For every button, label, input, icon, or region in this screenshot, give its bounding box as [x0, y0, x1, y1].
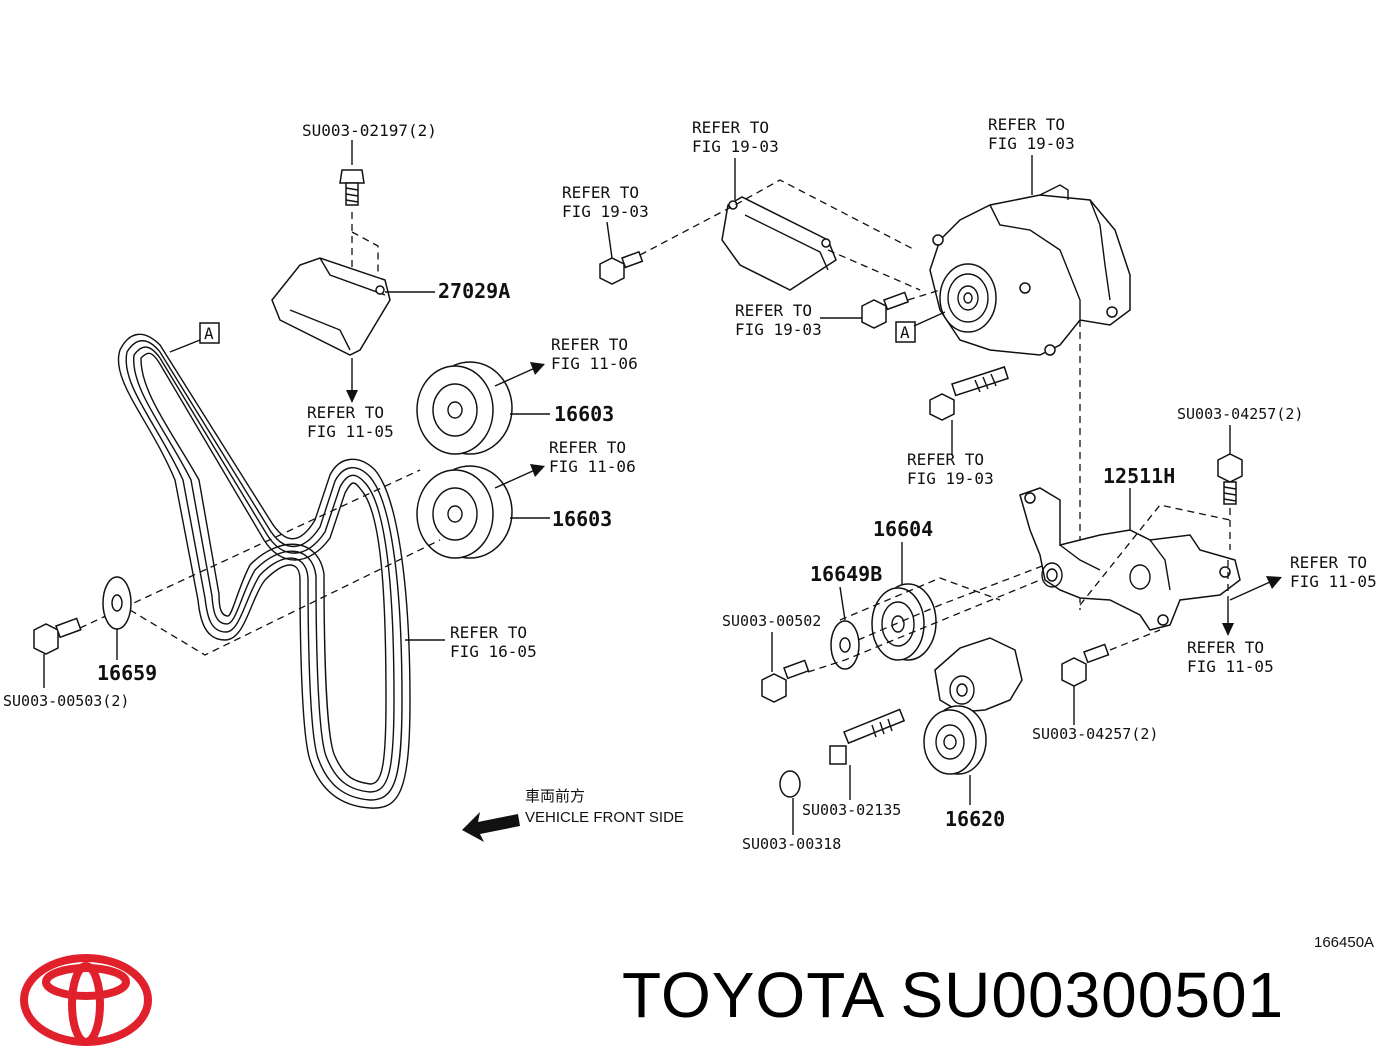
label-fig-19-03: FIG 19-03 — [735, 320, 822, 339]
label-fig-11-06: FIG 11-06 — [551, 354, 638, 373]
label-refer-to: REFER TO — [562, 183, 639, 202]
marker-a-belt: A — [169, 322, 220, 353]
alternator-cover — [721, 196, 837, 291]
label-refer-to: REFER TO — [549, 438, 626, 457]
washer-16659 — [102, 576, 132, 660]
tensioner-16620 — [923, 637, 1023, 775]
label-refer-to: REFER TO — [692, 118, 769, 137]
label-refer-to: REFER TO — [551, 335, 628, 354]
arrow-down-icon — [346, 358, 358, 403]
label-fig-19-03: FIG 19-03 — [907, 469, 994, 488]
label-16603-upper: 16603 — [554, 402, 614, 426]
belt-cover-27029a — [271, 257, 435, 356]
drive-belt — [117, 333, 411, 809]
idler-pulley-upper — [416, 361, 513, 455]
label-refer-to: REFER TO — [735, 301, 812, 320]
arrow-down-icon — [1222, 600, 1234, 636]
label-su003-02135: SU003-02135 — [802, 801, 901, 819]
label-12511h: 12511H — [1103, 464, 1175, 488]
alternator — [929, 184, 1131, 356]
idler-pulley-lower — [416, 465, 513, 559]
arrow-right-icon — [494, 362, 545, 489]
pulley-16604 — [871, 583, 937, 661]
arrow-up-right-icon — [1229, 576, 1282, 601]
label-fig-19-03: FIG 19-03 — [988, 134, 1075, 153]
label-fig-19-03: FIG 19-03 — [562, 202, 649, 221]
label-fig-16-05: FIG 16-05 — [450, 642, 537, 661]
label-refer-to: REFER TO — [907, 450, 984, 469]
label-su003-02197: SU003-02197(2) — [302, 121, 437, 140]
toyota-logo — [20, 954, 152, 1046]
diagram-code: 166450A — [1314, 934, 1375, 951]
label-refer-to: REFER TO — [988, 115, 1065, 134]
bolt-icon — [1217, 453, 1243, 505]
bolt-long-icon — [929, 366, 1009, 421]
bolt-icon — [599, 250, 644, 285]
label-su003-00503: SU003-00503(2) — [3, 692, 129, 710]
label-refer-to: REFER TO — [1290, 553, 1367, 572]
label-su003-04257-bottom: SU003-04257(2) — [1032, 725, 1158, 743]
label-fig-11-05: FIG 11-05 — [307, 422, 394, 441]
marker-a-alternator: A — [895, 311, 946, 343]
label-16603-lower: 16603 — [552, 507, 612, 531]
label-16649b: 16649B — [810, 562, 882, 586]
label-16659: 16659 — [97, 661, 157, 685]
svg-text:A: A — [900, 323, 910, 342]
label-fig-11-06: FIG 11-06 — [549, 457, 636, 476]
bolt-icon — [33, 617, 82, 688]
bolt-icon — [339, 140, 365, 206]
label-refer-to: REFER TO — [1187, 638, 1264, 657]
tensioner-bracket-12511h — [1019, 487, 1241, 631]
brand-part-title: TOYOTA SU00300501 — [622, 959, 1285, 1031]
label-16604: 16604 — [873, 517, 933, 541]
bolt-long-icon — [829, 708, 906, 765]
label-refer-to: REFER TO — [307, 403, 384, 422]
label-refer-to: REFER TO — [450, 623, 527, 642]
label-vehicle-front-en: VEHICLE FRONT SIDE — [525, 809, 684, 826]
bolt-icon — [1061, 643, 1110, 687]
label-fig-11-05: FIG 11-05 — [1290, 572, 1377, 591]
cap-icon — [779, 770, 801, 798]
label-su003-04257-top: SU003-04257(2) — [1177, 405, 1303, 423]
svg-text:A: A — [204, 324, 214, 343]
bolt-icon — [861, 291, 910, 329]
label-su003-00318: SU003-00318 — [742, 835, 841, 853]
label-16620: 16620 — [945, 807, 1005, 831]
label-fig-11-05: FIG 11-05 — [1187, 657, 1274, 676]
washer-16649b — [830, 620, 860, 670]
label-fig-19-03: FIG 19-03 — [692, 137, 779, 156]
label-27029a: 27029A — [438, 279, 510, 303]
bolt-icon — [761, 659, 810, 703]
vehicle-front-arrow-icon — [462, 812, 520, 842]
label-vehicle-front-jp: 車両前方 — [525, 788, 585, 805]
label-su003-00502: SU003-00502 — [722, 612, 821, 630]
